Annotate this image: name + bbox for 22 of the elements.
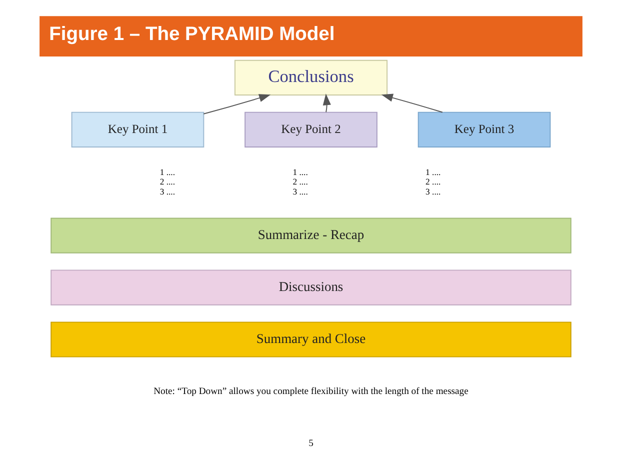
node-label: 3 .... (426, 186, 441, 196)
arrow (381, 94, 443, 113)
node-box: Key Point 1 (71, 112, 204, 148)
node-label: 3 .... (292, 186, 308, 196)
label: Note: “Top Down” allows you complete flexibility with the length of the message (154, 386, 468, 397)
node-box: Conclusions (234, 60, 388, 96)
node-box: Summary and Close (50, 322, 572, 358)
node-box: Key Point 3 (418, 112, 551, 148)
node-label: 1 .... (426, 167, 441, 178)
node-box: Discussions (50, 270, 572, 306)
node-label: 1 .... (160, 167, 176, 178)
node-box: Summarize - Recap (50, 218, 572, 254)
node-label: 2 .... (426, 176, 441, 187)
node-label: 1 .... (292, 167, 308, 178)
arrow (322, 94, 331, 113)
label: 5 (308, 438, 314, 449)
node-label: 3 .... (160, 186, 176, 196)
node-box: Key Point 2 (244, 112, 378, 148)
diagram-title: Figure 1 – The PYRAMID Model (49, 24, 335, 46)
node-label: 2 .... (292, 176, 308, 187)
arrow (203, 94, 271, 114)
node-label: 2 .... (160, 176, 176, 187)
